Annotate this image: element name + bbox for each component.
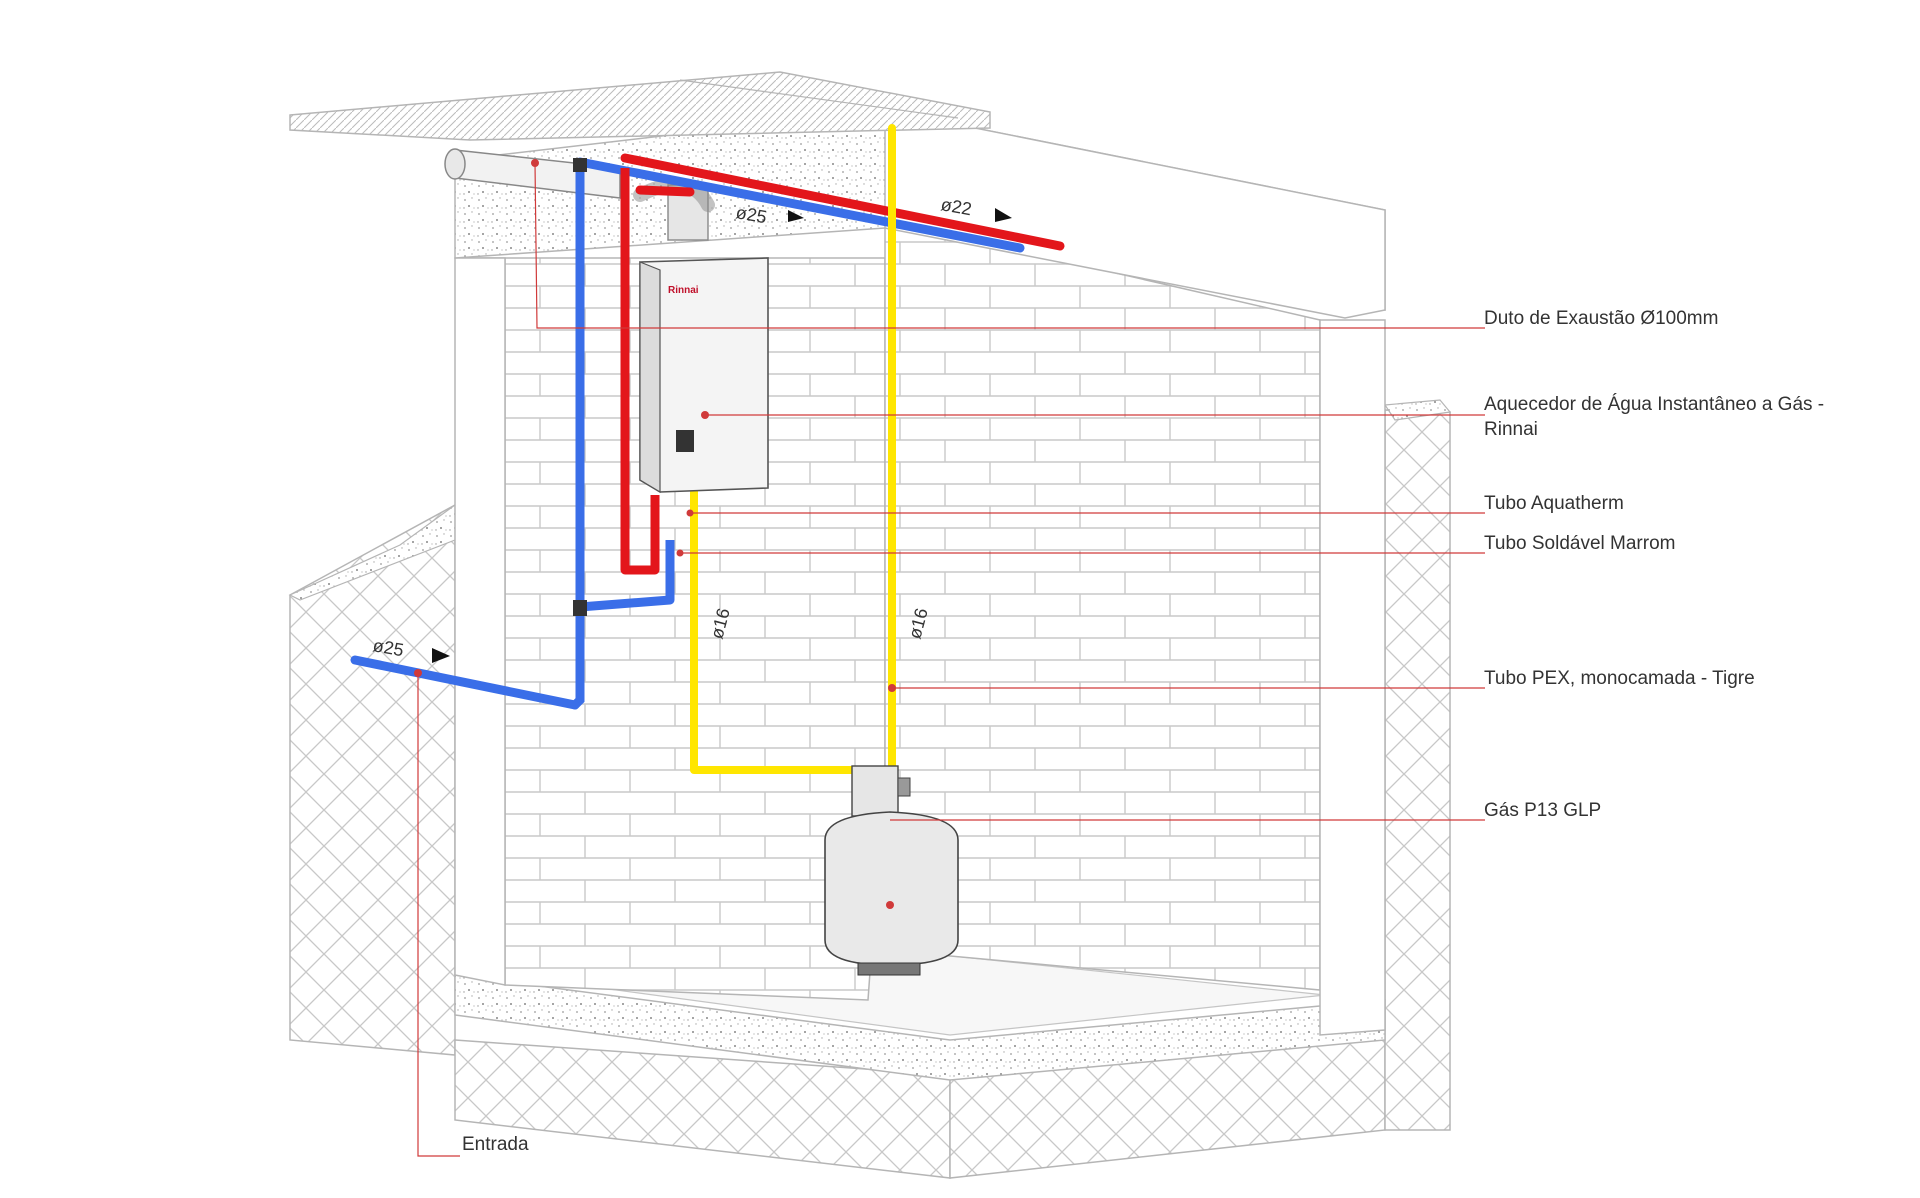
hot-water-pipe (620, 153, 1065, 575)
arrow-icon (788, 210, 804, 222)
arrow-icon (432, 648, 450, 663)
leader-entrada (417, 673, 460, 1157)
callout-gas-cylinder: Gás P13 GLP (1484, 800, 1602, 821)
roof-slab (289, 71, 991, 141)
gas-cylinder (824, 765, 959, 976)
cold-water-pipe (350, 157, 1025, 710)
heater-brand-logo: Rinnai (668, 285, 699, 296)
leader-exhaust (534, 162, 1485, 329)
leader-dots (414, 159, 896, 909)
leader-lines (417, 162, 1485, 1157)
callout-soldavel-pipe: Tubo Soldável Marrom (1484, 533, 1676, 554)
callout-aquatherm-pipe: Tubo Aquatherm (1484, 493, 1624, 514)
callout-pex-pipe: Tubo PEX, monocamada - Tigre (1484, 668, 1755, 689)
brick-wall-left (454, 257, 886, 1001)
gas-pipe (690, 124, 896, 774)
callout-entrada: Entrada (462, 1134, 529, 1155)
callout-water-heater: Aquecedor de Água Instantâneo a Gás - Ri… (1484, 394, 1825, 440)
callout-exhaust-duct: Duto de Exaustão Ø100mm (1484, 308, 1719, 329)
water-heater: Rinnai (639, 257, 769, 494)
brick-wall-right (884, 219, 1386, 1036)
arrow-icon (995, 208, 1012, 222)
